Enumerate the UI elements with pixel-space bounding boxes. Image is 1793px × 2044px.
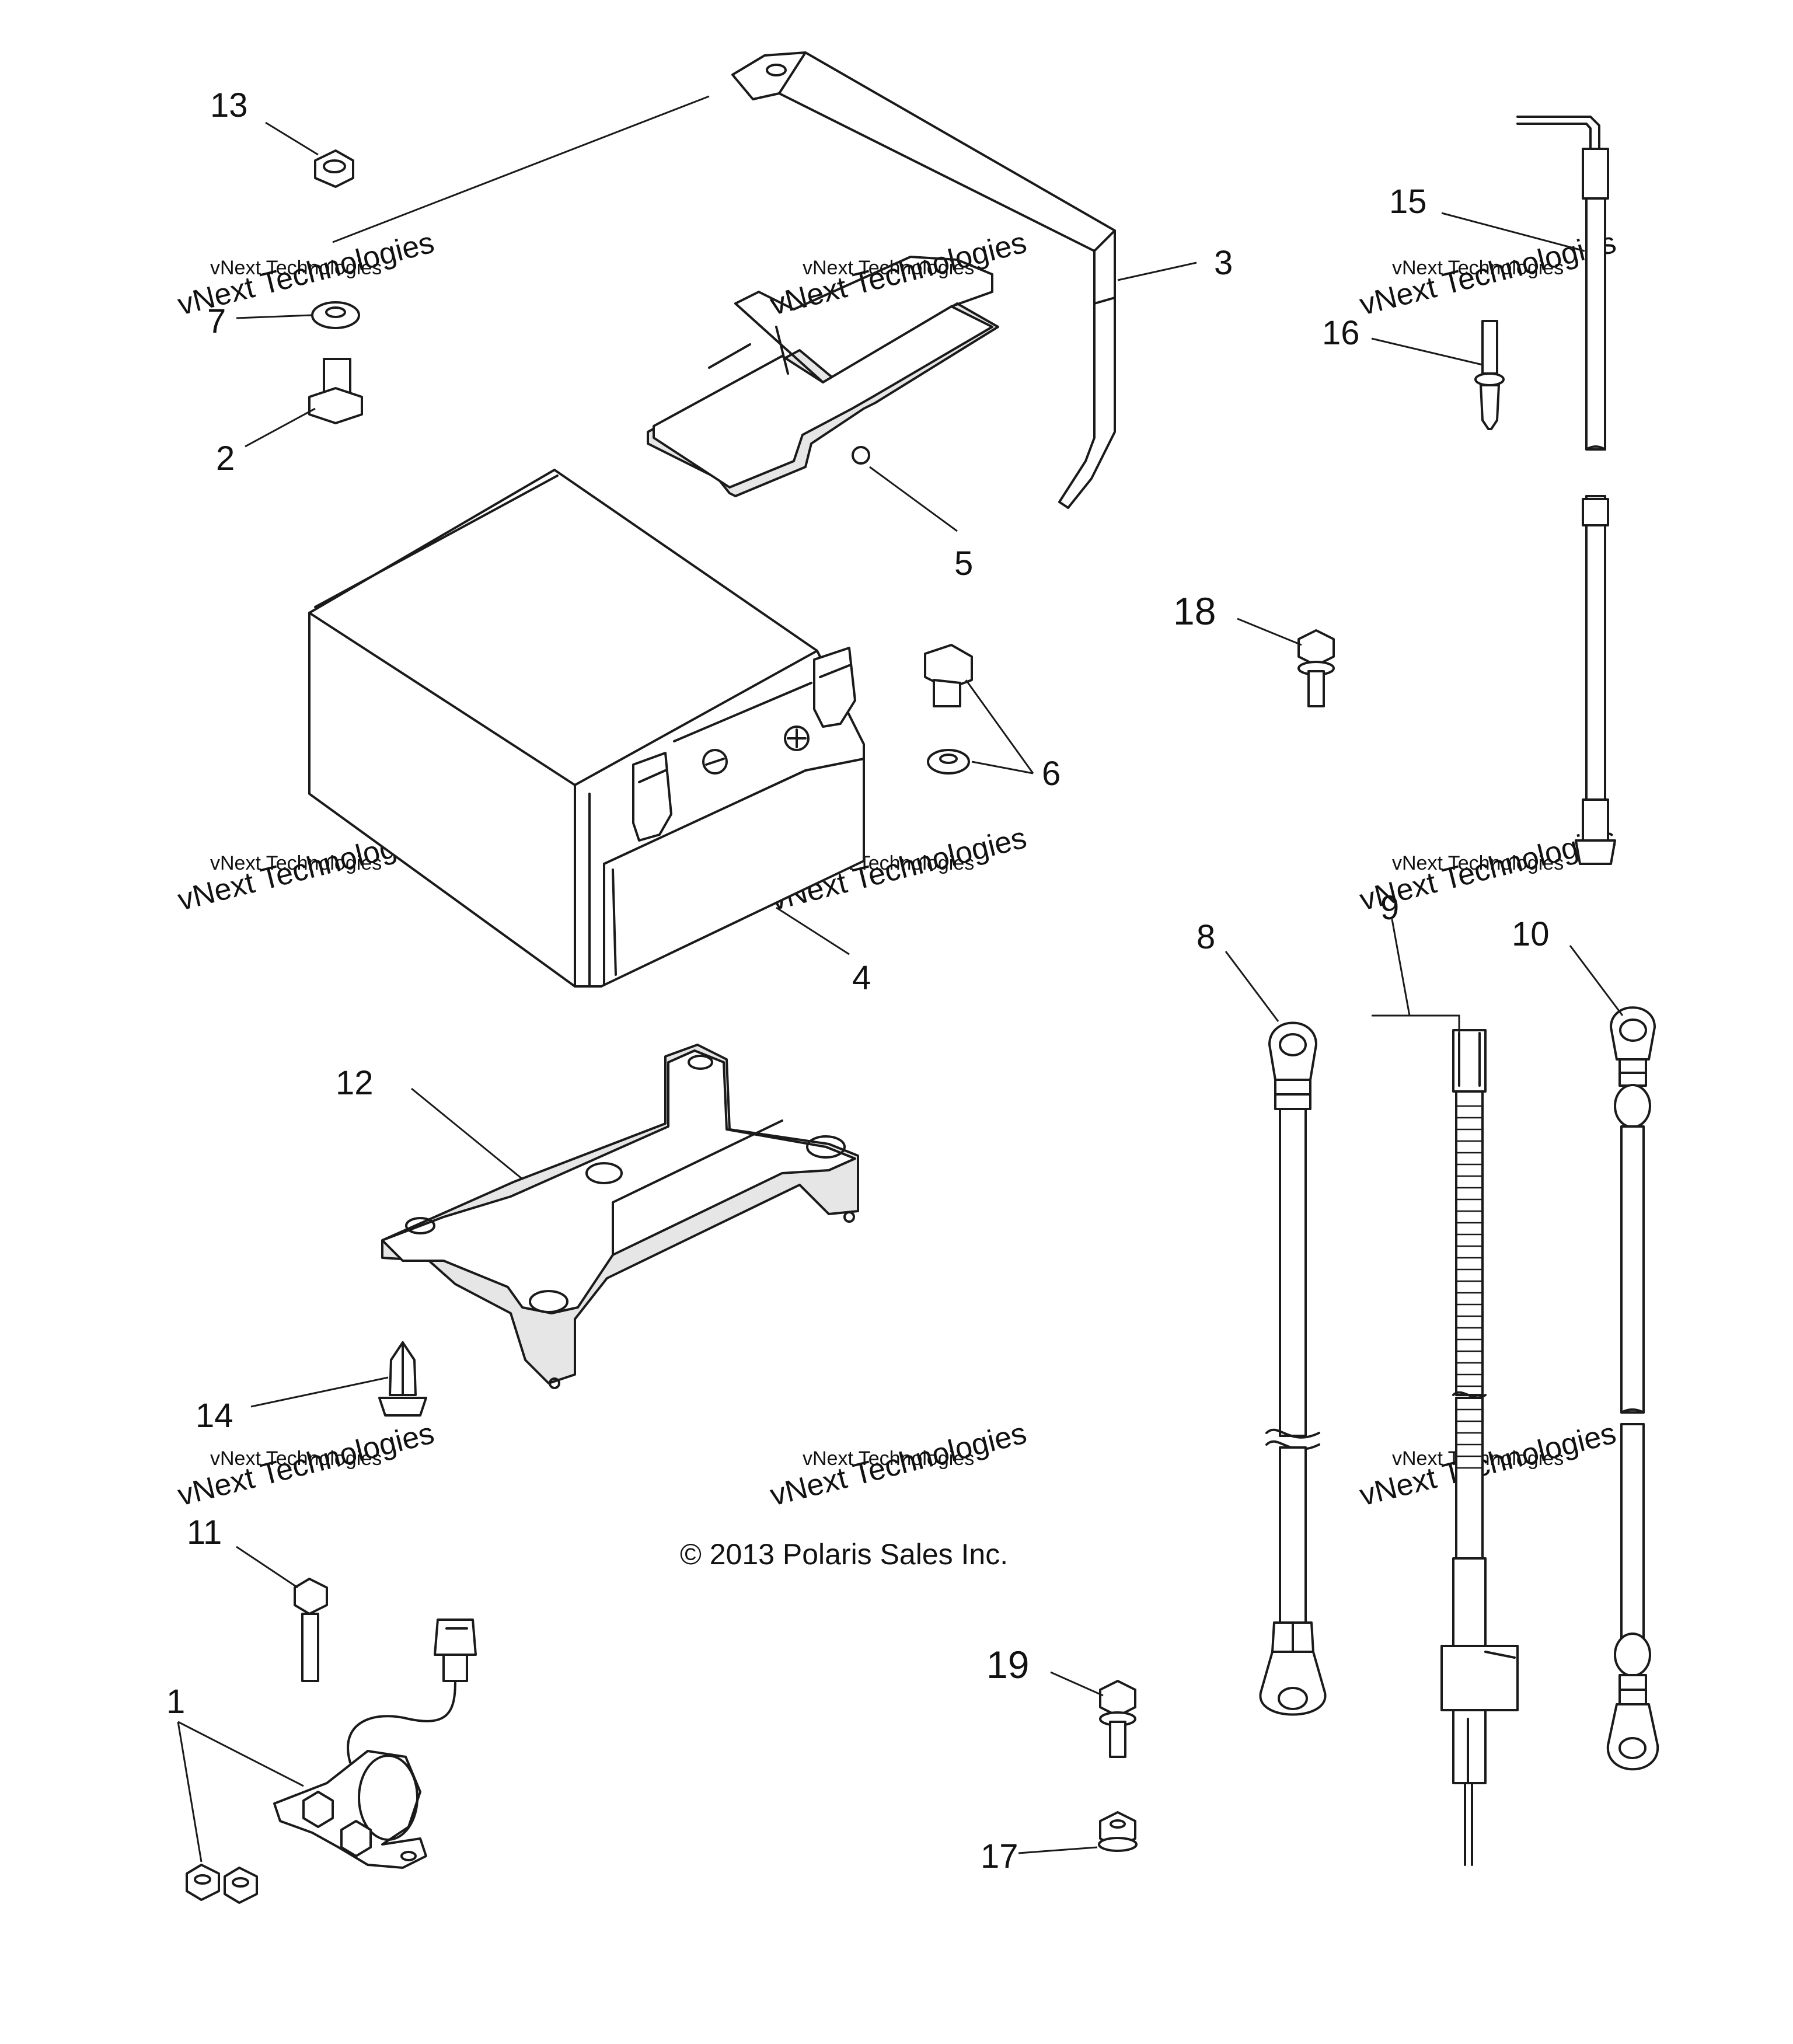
callout-2: 2 [216,440,235,477]
callout-9: 9 [1380,889,1399,927]
bolt-washer-part-6[interactable] [924,644,973,775]
copyright-notice: © 2013 Polaris Sales Inc. [680,1538,1008,1571]
leader-line [1050,1671,1104,1697]
callout-8: 8 [1197,918,1215,956]
nut-part-13[interactable] [314,149,354,188]
leader-line [177,1721,304,1787]
leader-line [250,1376,389,1408]
leader-line [245,407,316,448]
callout-19: 19 [986,1643,1029,1686]
bolt-part-19[interactable] [1099,1680,1136,1758]
leader-line [965,679,1034,774]
leader-line [332,95,710,243]
harness-part-9[interactable] [1440,1029,1519,1866]
leader-line [236,314,313,319]
callout-15: 15 [1389,183,1427,221]
leader-line [1237,618,1302,646]
leader-line [265,121,319,156]
svg-text:vNext Technologies: vNext Technologies [1392,852,1564,874]
svg-text:vNext Technologies: vNext Technologies [210,852,382,874]
leader-line [1410,1014,1460,1033]
callout-12: 12 [336,1064,374,1102]
leader-line [411,1087,523,1180]
callout-3: 3 [1214,244,1233,282]
pin-part-16[interactable] [1474,320,1505,430]
leader-line [1371,337,1483,366]
svg-text:vNext Technologies: vNext Technologies [210,1447,382,1470]
callout-10: 10 [1512,915,1550,953]
leader-line [177,1721,203,1862]
watermark-group: vNext Technologies vNext Technologies vN… [175,226,1620,1513]
bolt-part-11[interactable] [294,1578,328,1682]
tray-bracket-part-12[interactable] [381,1044,859,1389]
battery-part-4[interactable] [308,469,865,988]
callout-14: 14 [196,1397,233,1435]
cable-part-8[interactable] [1259,1021,1327,1716]
battery-strap-part-3[interactable] [731,51,1116,509]
flange-nut-part-17[interactable] [1098,1811,1138,1852]
svg-text:vNext Technologies: vNext Technologies [803,1447,974,1470]
callout-1: 1 [166,1683,185,1721]
callout-6: 6 [1042,755,1061,793]
callout-4: 4 [852,959,871,997]
callout-5: 5 [954,545,973,582]
leader-line [869,466,958,532]
leader-line [1018,1846,1098,1854]
svg-text:vNext Technologies: vNext Technologies [210,257,382,279]
bracket-pad-part-5[interactable] [647,256,999,497]
leader-line [776,906,850,955]
bolt-part-2[interactable] [308,358,363,424]
leader-line [1117,261,1197,281]
callout-18: 18 [1173,590,1216,633]
rod-part-15[interactable] [1516,116,1616,865]
leader-line [1225,951,1279,1022]
push-rivet-part-14[interactable] [378,1341,427,1417]
leader-line [1372,919,1411,1017]
leader-line [236,1546,298,1589]
leader-line [1569,945,1624,1016]
leader-line [1441,212,1585,252]
cable-part-10[interactable] [1606,1006,1659,1771]
bolt-part-18[interactable] [1297,629,1335,707]
solenoid-part-1[interactable] [186,1619,477,1904]
callout-7: 7 [207,302,226,340]
callout-17: 17 [981,1837,1018,1875]
callout-16: 16 [1322,314,1360,352]
watermark: vNext Technologies vNext Technologies [1356,226,1620,322]
svg-text:vNext Technologies: vNext Technologies [1392,257,1564,279]
watermark: vNext Technologies vNext Technologies [767,1417,1030,1513]
leader-line [971,761,1034,775]
callout-11: 11 [187,1513,222,1551]
callout-13: 13 [210,86,248,124]
watermark: vNext Technologies vNext Technologies [1356,1417,1620,1513]
washer-part-7[interactable] [311,301,360,329]
